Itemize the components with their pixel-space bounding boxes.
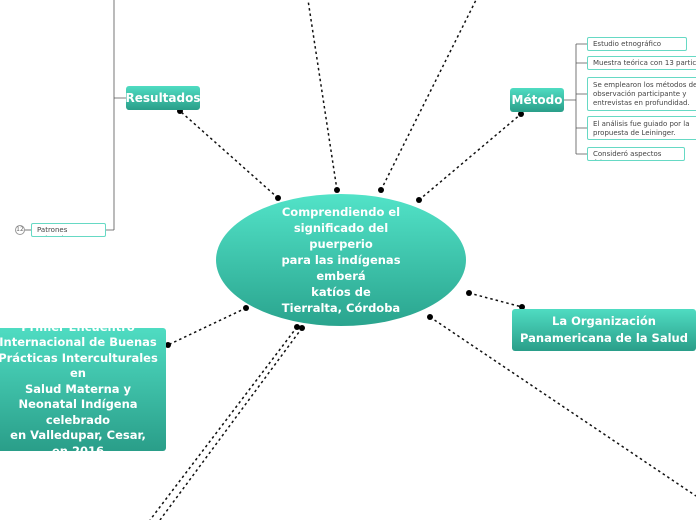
connector-bottom-right — [429, 316, 696, 497]
topic-ops[interactable]: La Organización Panamericana de la Salud — [512, 309, 696, 351]
central-topic[interactable]: Comprendiendo el significado del puerper… — [216, 194, 466, 326]
topic-primer-encuentro[interactable]: Primer Encuentro Internacional de Buenas… — [0, 320, 166, 458]
subtopic-estudio-etnografico[interactable]: Estudio etnográfico — [587, 37, 687, 51]
connector-top-1 — [307, 0, 338, 191]
connector-bottom-1 — [149, 326, 298, 520]
connector-bottom-2 — [159, 327, 303, 520]
subtopic-metodos[interactable]: Se emplearon los métodos de observación … — [587, 77, 696, 111]
bracket-metodo — [564, 43, 587, 155]
connector-resultados — [179, 110, 279, 199]
subtopic-muestra-teorica[interactable]: Muestra teórica con 13 participantes — [587, 56, 696, 70]
subtopic-analisis[interactable]: El análisis fue guiado por la propuesta … — [587, 116, 696, 140]
connector-encuentro — [167, 307, 247, 346]
bracket-resultados — [106, 0, 126, 231]
subtopic-aspectos-eticos[interactable]: Consideró aspectos éticos — [587, 147, 685, 161]
connector-top-2 — [380, 0, 477, 191]
subtopic-patrones-culturales[interactable]: Patrones culturales — [31, 223, 106, 237]
collapse-count-badge[interactable]: 12 — [15, 225, 25, 235]
topic-resultados[interactable]: Resultados — [126, 86, 201, 110]
connector-metodo — [418, 113, 522, 201]
topic-metodo[interactable]: Método — [510, 88, 564, 112]
connector-ops — [468, 292, 523, 308]
